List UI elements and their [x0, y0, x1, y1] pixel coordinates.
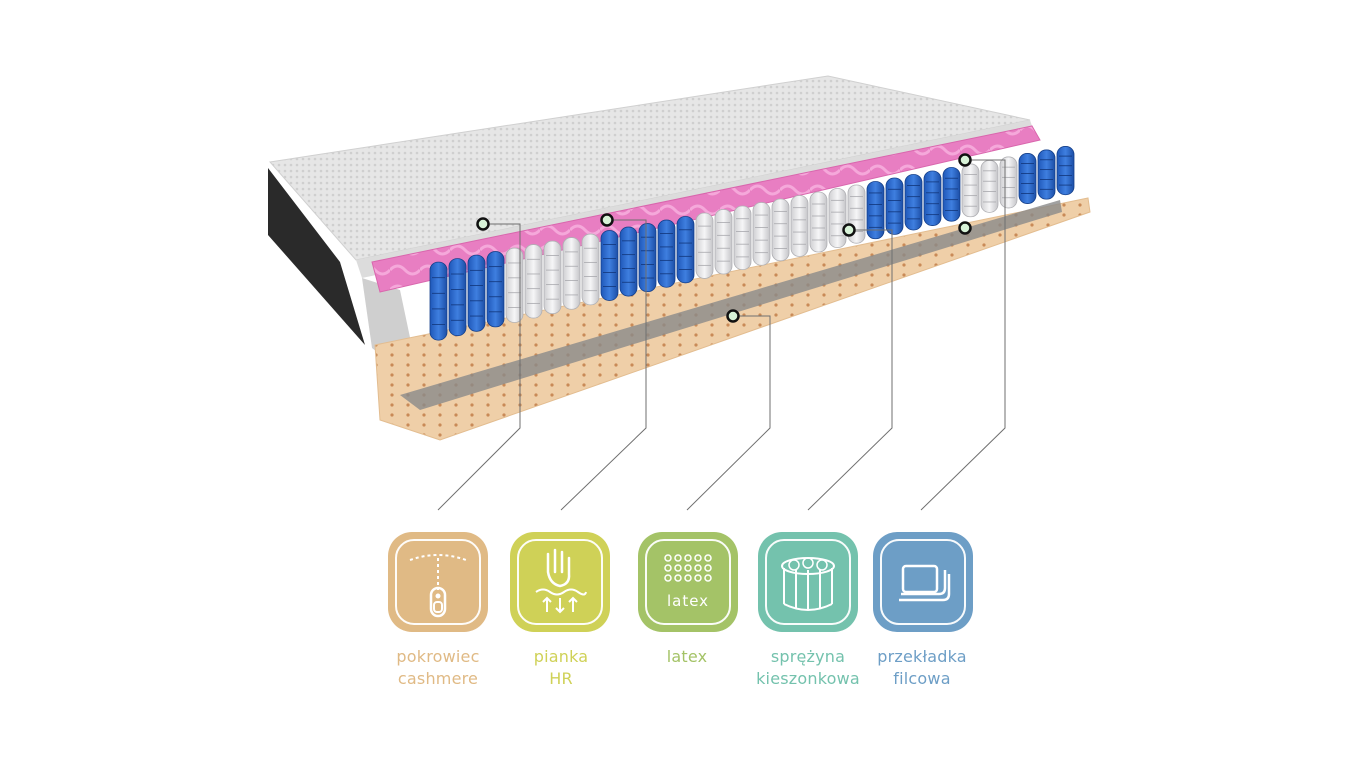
layer-card-spring — [758, 532, 858, 632]
mattress-side — [268, 168, 365, 345]
layer-label-foam: pianka HR — [486, 646, 636, 690]
pocket-spring — [885, 177, 904, 235]
pocket-spring — [980, 160, 999, 213]
pocket-spring — [524, 244, 543, 319]
latex-dot — [704, 564, 712, 572]
pocket-spring — [1037, 149, 1056, 200]
pocket-spring — [809, 191, 828, 253]
callout-line-foam — [560, 219, 647, 511]
layer-card-foam — [510, 532, 610, 632]
callout-line-latex — [686, 315, 771, 511]
callout-dot-latex — [726, 309, 740, 323]
latex-dot — [664, 574, 672, 582]
latex-icon-text: latex — [666, 592, 710, 610]
latex-dot — [674, 554, 682, 562]
layer-label-latex-line1: latex — [666, 647, 708, 666]
pocket-spring — [676, 216, 695, 284]
pocket-spring — [448, 258, 467, 337]
layer-label-felt-line2: filcowa — [893, 669, 951, 688]
pocket-spring — [923, 170, 942, 226]
pocket-spring — [1018, 153, 1037, 204]
pocket-spring — [619, 226, 638, 297]
pocket-spring — [505, 247, 524, 323]
pocket-spring — [467, 254, 486, 332]
callout-dot-felt-top — [958, 153, 972, 167]
felt-layer — [400, 200, 1062, 410]
layer-label-spring: sprężyna kieszonkowa — [733, 646, 883, 690]
pocket-spring — [657, 219, 676, 288]
latex-dot — [674, 564, 682, 572]
pocket-spring — [695, 212, 714, 279]
pocket-spring — [752, 202, 771, 266]
pocket-spring — [942, 167, 961, 222]
layer-label-foam-line1: pianka — [533, 647, 589, 666]
callout-dot-cover — [476, 217, 490, 231]
zipper-icon — [409, 554, 467, 618]
latex-dot — [684, 574, 692, 582]
pocket-spring-icon — [781, 557, 835, 611]
layer-label-foam-line2: HR — [549, 669, 573, 688]
pocket-spring — [771, 198, 790, 262]
latex-dot — [684, 554, 692, 562]
latex-dot — [704, 554, 712, 562]
pocket-spring — [904, 174, 923, 231]
pocket-spring — [999, 156, 1018, 209]
callout-line-felt — [920, 159, 1006, 511]
latex-dot — [694, 564, 702, 572]
callout-line-spring — [807, 229, 893, 511]
layer-label-latex: latex — [612, 646, 762, 668]
pocket-spring — [562, 237, 581, 310]
latex-dot — [694, 554, 702, 562]
pocket-spring — [828, 188, 847, 248]
pocket-spring — [961, 163, 980, 218]
pocket-spring — [581, 233, 600, 306]
callout-dot-foam — [600, 213, 614, 227]
callout-dot-spring — [842, 223, 856, 237]
layer-card-cover — [388, 532, 488, 632]
layer-card-latex: latex — [638, 532, 738, 632]
pocket-spring — [866, 181, 885, 240]
pocket-spring — [486, 251, 505, 328]
callout-line-cover — [437, 223, 521, 511]
latex-dot — [674, 574, 682, 582]
latex-dot — [694, 574, 702, 582]
layer-label-cover: pokrowiec cashmere — [363, 646, 513, 690]
pocket-spring — [638, 223, 657, 293]
felt-layer-icon — [899, 564, 951, 602]
latex-dot — [664, 564, 672, 572]
pocket-spring — [543, 240, 562, 315]
pocket-spring — [714, 209, 733, 275]
layer-label-felt-line1: przekładka — [877, 647, 967, 666]
pocket-springs — [429, 146, 1075, 341]
latex-dot — [704, 574, 712, 582]
layer-label-spring-line1: sprężyna — [770, 647, 846, 666]
pocket-spring — [600, 230, 619, 301]
layer-label-felt: przekładka filcowa — [847, 646, 997, 690]
latex-dot — [664, 554, 672, 562]
latex-icon — [664, 554, 712, 582]
layer-label-cover-line2: cashmere — [397, 669, 479, 688]
pocket-spring — [790, 195, 809, 257]
pocket-spring — [733, 205, 752, 271]
pocket-spring — [429, 261, 448, 341]
pocket-spring — [1056, 146, 1075, 196]
layer-card-felt — [873, 532, 973, 632]
latex-dot — [684, 564, 692, 572]
callout-dot-felt — [958, 221, 972, 235]
layer-label-cover-line1: pokrowiec — [396, 647, 480, 666]
hand-press-icon — [535, 548, 587, 614]
layer-label-spring-line2: kieszonkowa — [756, 669, 860, 688]
